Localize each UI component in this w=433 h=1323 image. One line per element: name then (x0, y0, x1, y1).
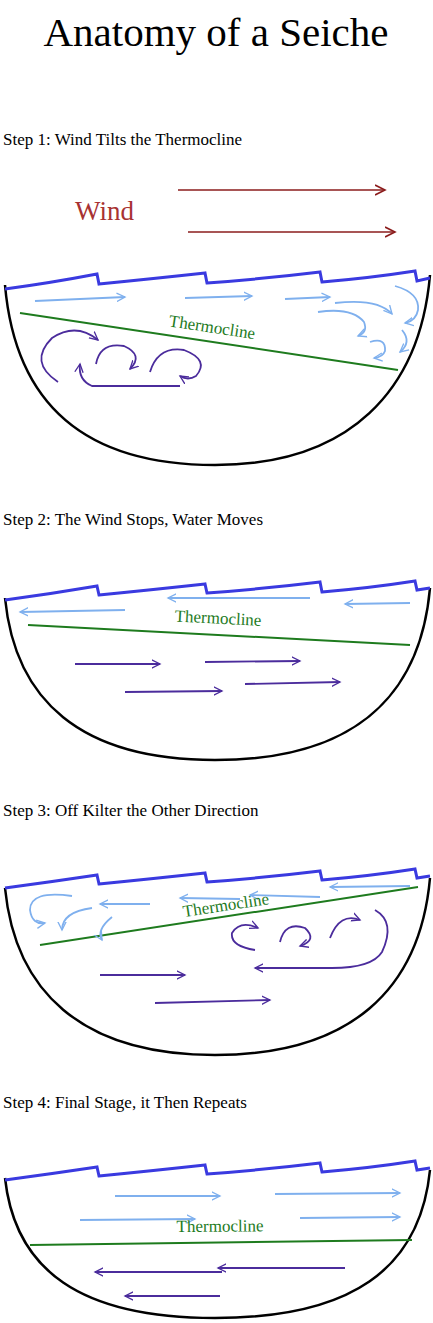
wind-arrow (188, 231, 395, 233)
current-arrow (100, 917, 112, 940)
step-heading: Step 1: Wind Tilts the Thermocline (3, 131, 242, 150)
lake-basin (5, 878, 430, 1055)
lake-basin (5, 588, 430, 760)
current-arrow (155, 1000, 270, 1003)
thermocline-line (40, 887, 418, 945)
water-surface (5, 869, 430, 888)
thermocline-label: Thermocline (176, 1217, 263, 1236)
deep-currents (100, 910, 388, 1003)
current-arrow (218, 1267, 345, 1269)
current-arrow (95, 1271, 222, 1273)
current-arrow (35, 297, 125, 301)
current-arrow (318, 311, 365, 336)
current-arrow (80, 364, 180, 386)
water-surface (5, 271, 430, 289)
current-arrow (345, 603, 410, 604)
deep-currents (95, 1268, 345, 1296)
current-arrow (150, 349, 201, 378)
current-arrow (280, 926, 310, 946)
current-arrow (100, 974, 185, 976)
current-arrow (232, 925, 258, 950)
deep-currents (75, 661, 340, 692)
thermocline-line (20, 313, 398, 370)
current-arrow (330, 886, 410, 887)
lake-basin (5, 275, 430, 465)
thermocline-label: Thermocline (168, 312, 257, 343)
current-arrow (255, 910, 388, 968)
current-arrow (285, 297, 330, 299)
step-heading: Step 2: The Wind Stops, Water Moves (3, 511, 263, 530)
current-arrow (41, 330, 98, 382)
current-arrow (370, 341, 385, 358)
surface-currents (80, 1193, 400, 1220)
water-surface (5, 581, 430, 600)
step-heading: Step 4: Final Stage, it Then Repeats (3, 1094, 247, 1113)
current-arrow (205, 661, 300, 662)
current-arrow (395, 286, 418, 323)
lake-basin (5, 1170, 430, 1318)
current-arrow (245, 682, 340, 684)
diagram-title: Anatomy of a Seiche (44, 10, 389, 55)
current-arrow (96, 345, 136, 369)
deep-currents (41, 330, 201, 386)
thermocline-line (30, 1240, 412, 1245)
current-arrow (100, 903, 150, 905)
current-arrow (115, 1195, 220, 1197)
current-arrow (275, 1193, 400, 1194)
thermocline-label: Thermocline (174, 607, 262, 630)
step-heading: Step 3: Off Kilter the Other Direction (3, 802, 259, 821)
current-arrow (330, 918, 360, 938)
current-arrow (20, 610, 125, 612)
current-arrow (125, 1295, 220, 1297)
current-arrow (185, 296, 252, 298)
surface-currents (35, 286, 418, 358)
surface-currents (30, 886, 410, 940)
water-surface (5, 1161, 430, 1180)
current-arrow (75, 663, 160, 665)
wind-arrow (178, 189, 385, 191)
current-arrow (125, 691, 222, 692)
wind-arrows (178, 190, 395, 232)
current-arrow (400, 330, 407, 352)
current-arrow (62, 908, 92, 930)
wind-label: Wind (75, 197, 134, 227)
current-arrow (168, 597, 310, 599)
current-arrow (300, 1217, 400, 1218)
